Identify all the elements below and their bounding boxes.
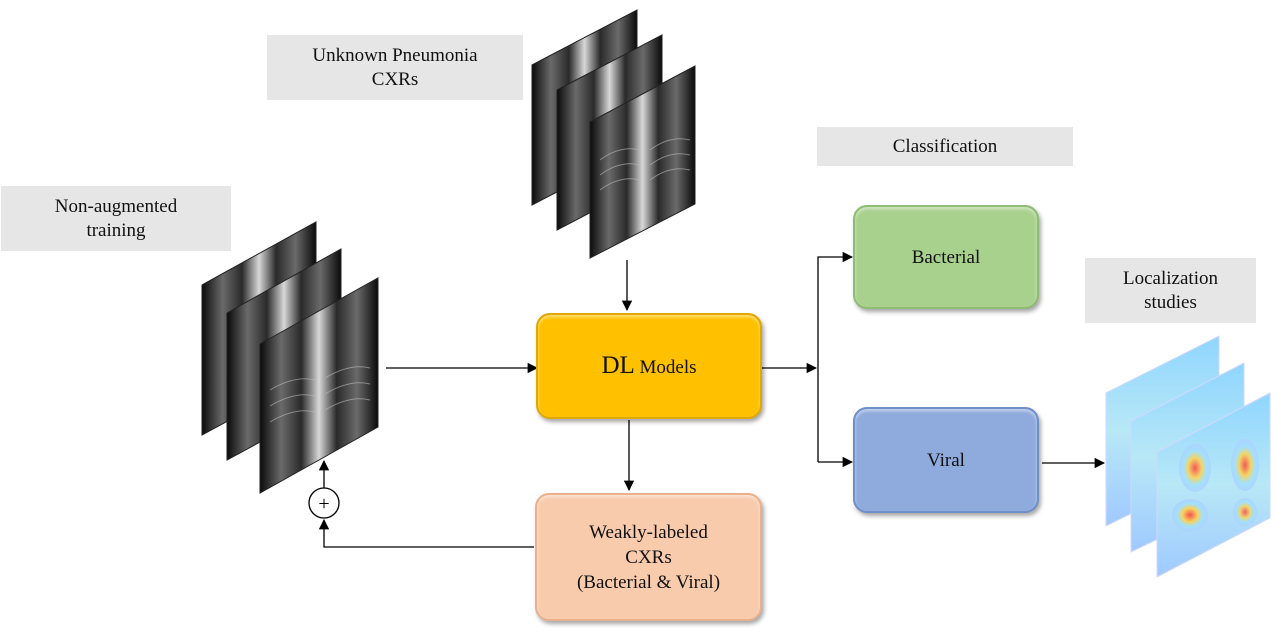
- non-augmented-line-2: training: [86, 219, 146, 241]
- arrow-weak-to-plus: [318, 518, 534, 548]
- classification-text: Classification: [892, 135, 998, 157]
- viral-node: Viral: [853, 407, 1039, 513]
- connectors: [318, 251, 1106, 548]
- localization-line-2: studies: [1144, 291, 1197, 313]
- weakly-labeled-line-2: CXRs: [625, 546, 672, 568]
- chest-xray-stack-icon: [201, 221, 379, 494]
- dl-models-sub: Models: [639, 356, 697, 378]
- sum-symbol: +: [318, 493, 329, 515]
- plus-circle-icon: +: [308, 487, 340, 519]
- non-augmented-label: Non-augmented training: [1, 186, 231, 251]
- localization-label: Localization studies: [1085, 258, 1256, 323]
- non-augmented-line-1: Non-augmented: [54, 195, 178, 217]
- unknown-pneumonia-label: Unknown Pneumonia CXRs: [267, 35, 523, 100]
- heatmap-stack-icon: [1105, 335, 1271, 578]
- bacterial-node: Bacterial: [853, 205, 1039, 309]
- dl-models-main: DL: [601, 351, 635, 379]
- arrow-split-to-bacterial: [817, 251, 854, 462]
- unknown-pneumonia-line-2: CXRs: [371, 68, 419, 90]
- bacterial-text: Bacterial: [911, 246, 981, 268]
- classification-label: Classification: [817, 127, 1073, 166]
- viral-text: Viral: [927, 449, 965, 471]
- weakly-labeled-line-3: (Bacterial & Viral): [576, 571, 721, 593]
- dl-models-node: DL Models: [536, 313, 762, 419]
- chest-xray-stack-icon: [531, 9, 696, 259]
- weakly-labeled-line-1: Weakly-labeled: [589, 521, 708, 543]
- localization-line-1: Localization: [1123, 267, 1218, 289]
- unknown-pneumonia-line-1: Unknown Pneumonia: [312, 44, 478, 66]
- weakly-labeled-node: Weakly-labeled CXRs (Bacterial & Viral): [535, 493, 762, 621]
